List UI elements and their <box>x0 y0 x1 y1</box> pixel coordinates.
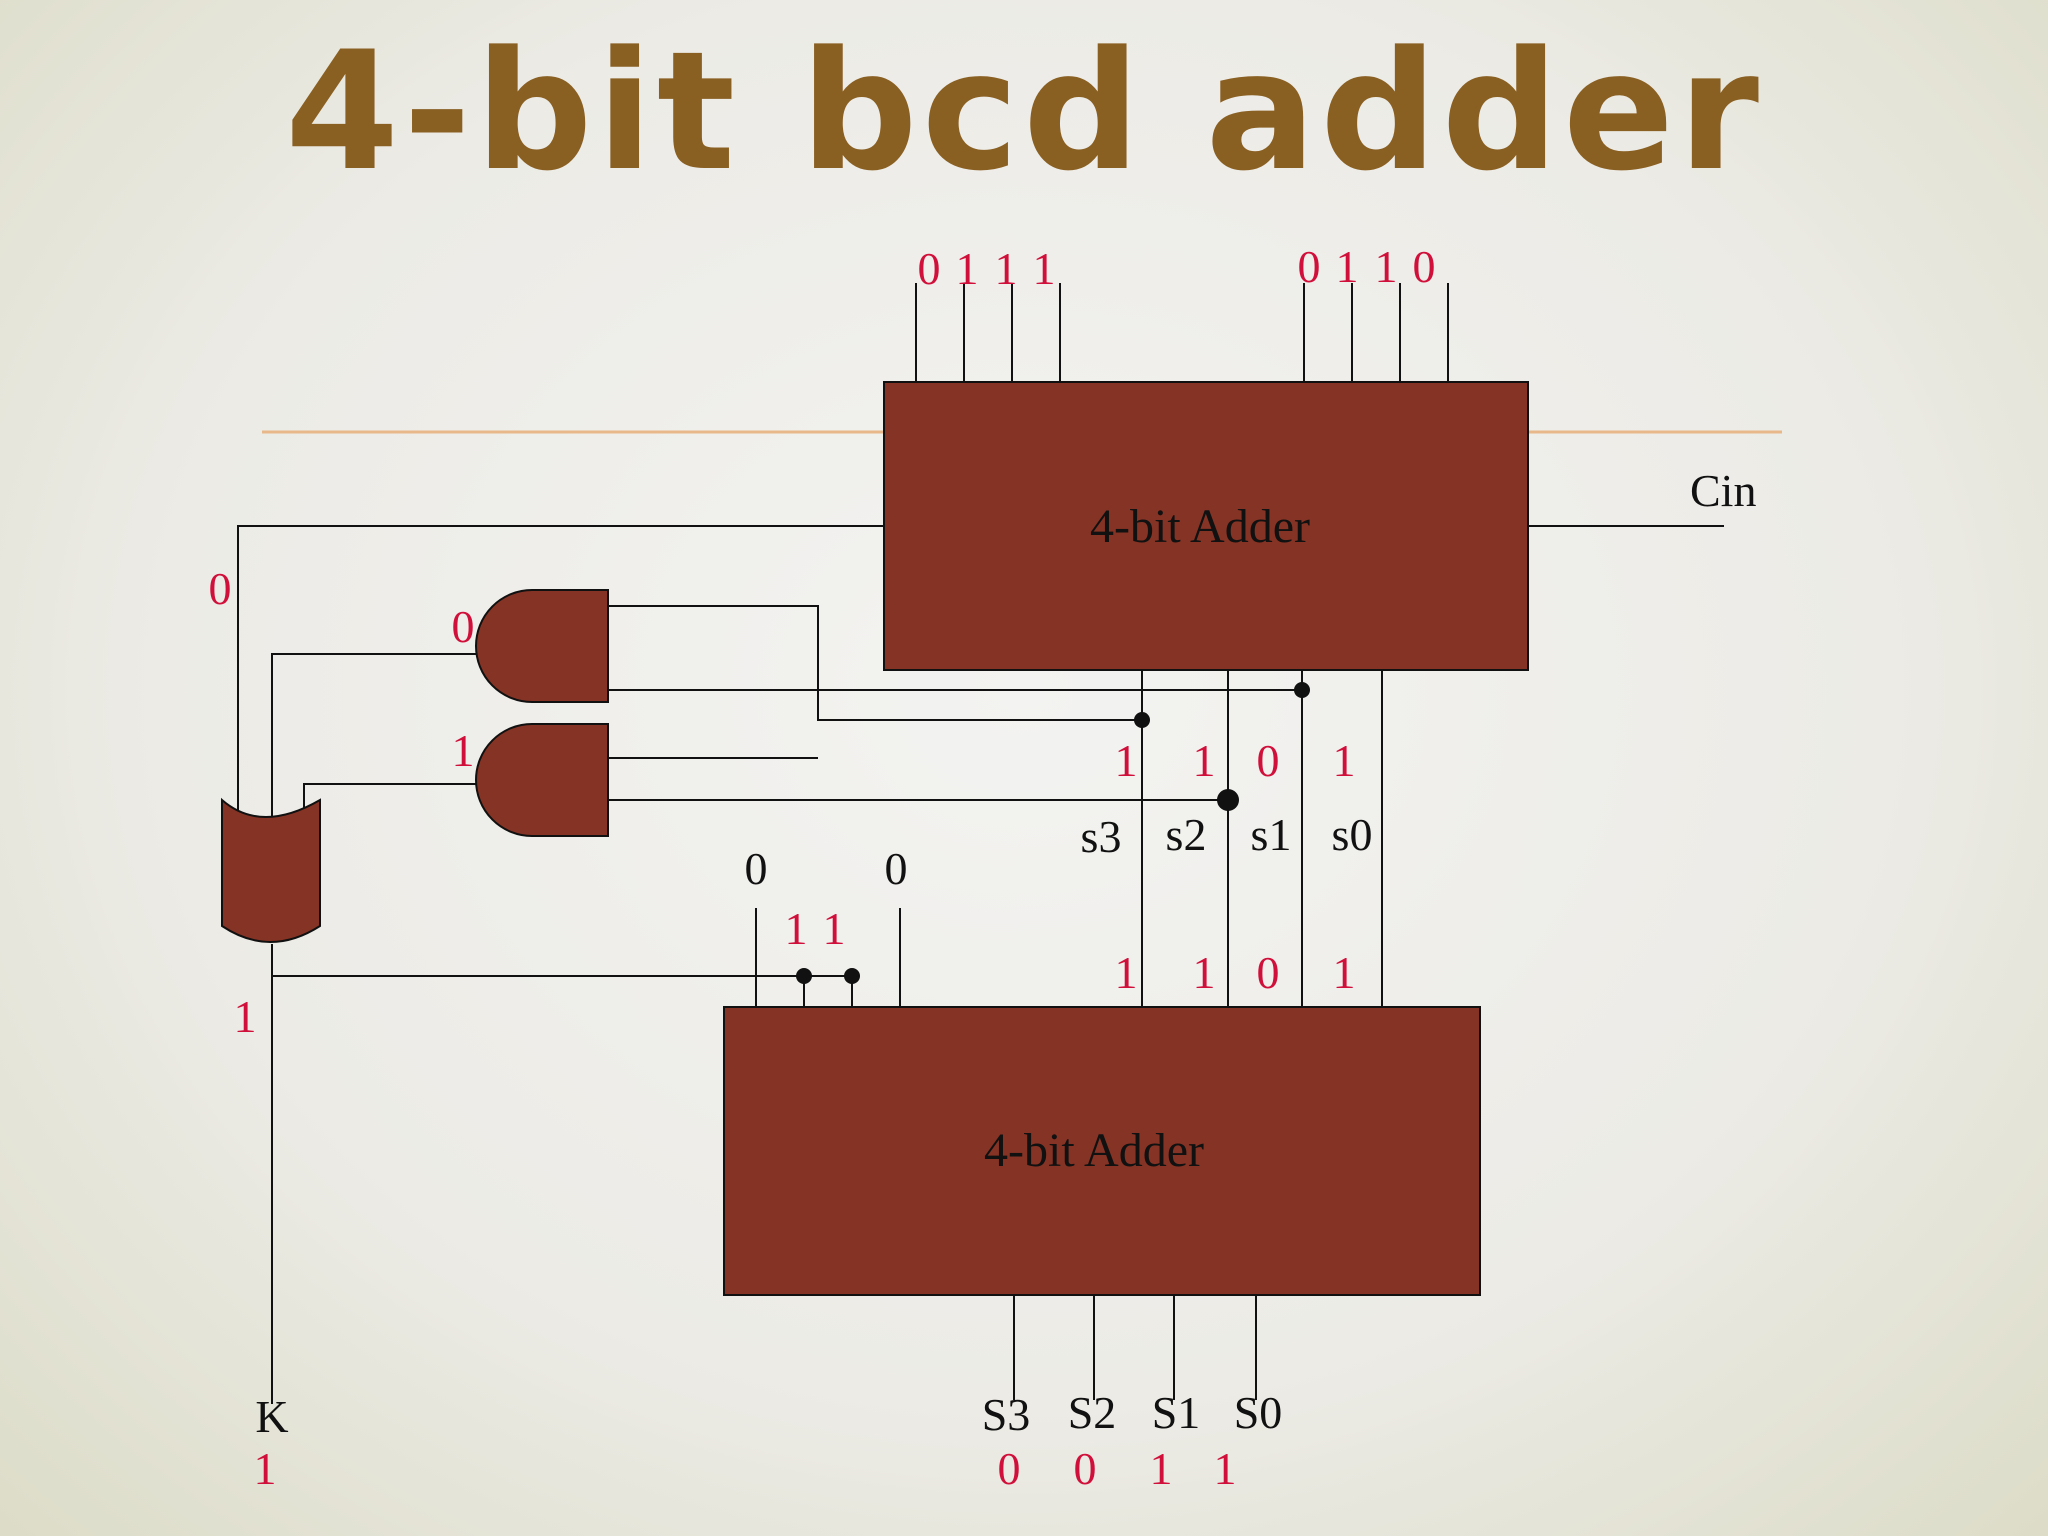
sum-value-s1: 0 <box>1257 735 1280 786</box>
input-a-bit-3: 0 <box>918 243 941 294</box>
and-gate-top <box>475 589 609 703</box>
correction-bit-1: 1 <box>823 903 846 954</box>
cin-label: Cin <box>1690 465 1756 516</box>
output-name-S0: S0 <box>1234 1387 1283 1438</box>
output-name-S2: S2 <box>1068 1387 1117 1438</box>
k-value: 1 <box>254 1443 277 1494</box>
junction-dot-c2 <box>796 968 812 984</box>
top-adder-input-a-wires <box>915 283 1061 382</box>
bottom-in-value-3: 1 <box>1115 947 1138 998</box>
or-output-value: 1 <box>234 991 257 1042</box>
sum-name-s0: s0 <box>1332 809 1373 860</box>
sum-name-s1: s1 <box>1251 809 1292 860</box>
k-label: K <box>255 1391 288 1442</box>
junction-dot-c1 <box>844 968 860 984</box>
bottom-4-bit-adder <box>723 1006 1481 1296</box>
top-adder-label: 4-bit Adder <box>1090 500 1310 553</box>
output-value-S2: 0 <box>1074 1443 1097 1494</box>
sum-value-s3: 1 <box>1115 735 1138 786</box>
top-adder-input-b-wires <box>1303 283 1449 382</box>
cout-value: 0 <box>209 563 232 614</box>
and-gate-bottom <box>475 723 609 837</box>
input-b-bit-0: 0 <box>1413 241 1436 292</box>
output-value-S0: 1 <box>1214 1443 1237 1494</box>
top-4-bit-adder <box>883 381 1529 671</box>
sum-name-s2: s2 <box>1166 809 1207 860</box>
input-a-bit-2: 1 <box>956 243 979 294</box>
and-bottom-output-value: 1 <box>452 725 475 776</box>
input-a-bit-0: 1 <box>1033 243 1056 294</box>
output-name-S3: S3 <box>982 1389 1031 1440</box>
correction-bit-0: 0 <box>885 843 908 894</box>
and-gate-wiring <box>271 605 1302 818</box>
input-b-bit-3: 0 <box>1298 241 1321 292</box>
and-top-output-value: 0 <box>452 601 475 652</box>
bottom-in-value-0: 1 <box>1333 947 1356 998</box>
input-a-bit-1: 1 <box>995 243 1018 294</box>
output-name-S1: S1 <box>1152 1387 1201 1438</box>
bottom-in-value-2: 1 <box>1193 947 1216 998</box>
cout-wire <box>237 525 884 818</box>
output-value-S3: 0 <box>998 1443 1021 1494</box>
or-gate <box>221 797 321 943</box>
bottom-in-value-1: 0 <box>1257 947 1280 998</box>
sum-value-s2: 1 <box>1193 735 1216 786</box>
bottom-adder-label: 4-bit Adder <box>984 1124 1204 1177</box>
sum-value-s0: 1 <box>1333 735 1356 786</box>
junction-dot-s2 <box>1217 789 1239 811</box>
sum-name-s3: s3 <box>1081 811 1122 862</box>
input-b-bit-1: 1 <box>1375 241 1398 292</box>
bottom-adder-output-wires <box>1013 1295 1257 1400</box>
junction-dot-s3 <box>1134 712 1150 728</box>
output-value-S1: 1 <box>1150 1443 1173 1494</box>
slide-title: 4-bit bcd adder <box>285 16 1763 207</box>
correction-bit-2: 1 <box>785 903 808 954</box>
input-b-bit-2: 1 <box>1336 241 1359 292</box>
junction-dot-s1 <box>1294 682 1310 698</box>
correction-bit-3: 0 <box>745 843 768 894</box>
